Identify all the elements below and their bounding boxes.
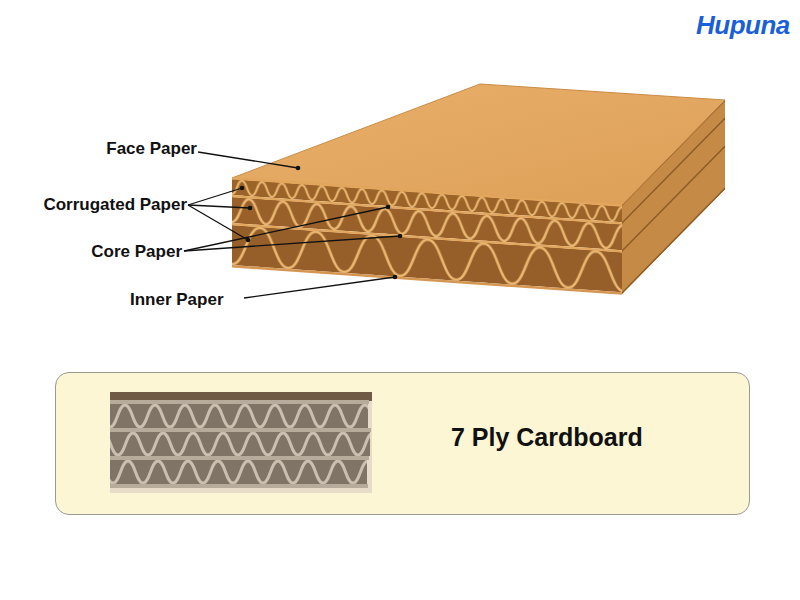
part-label: Corrugated Paper <box>43 195 187 215</box>
front-section <box>232 177 622 295</box>
part-label: Core Paper <box>91 242 182 262</box>
liner-sheet <box>232 177 622 207</box>
liner-sheet <box>232 195 622 224</box>
cardboard-photo <box>110 392 372 493</box>
part-label: Face Paper <box>106 139 197 159</box>
liner-sheet <box>232 265 622 295</box>
brand-logo: Hupuna <box>696 10 790 40</box>
leader-dots <box>240 166 403 280</box>
leader-lines <box>184 152 400 298</box>
part-label: Inner Paper <box>130 290 224 310</box>
flute-layer <box>232 225 622 292</box>
panel-title: 7 Ply Cardboard <box>451 423 643 452</box>
